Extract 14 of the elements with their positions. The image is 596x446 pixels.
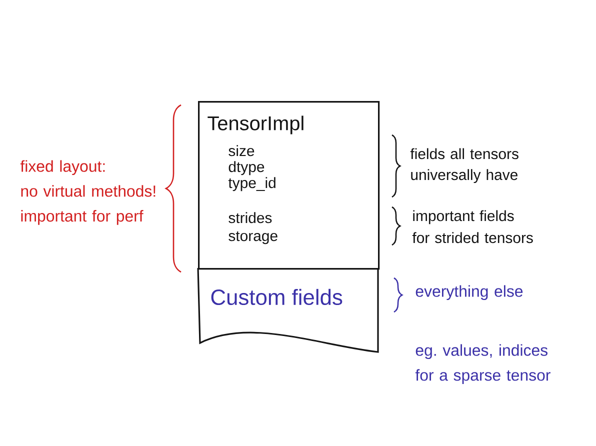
- section-label: Custom fields: [211, 288, 342, 306]
- field-name: strides: [228, 212, 272, 224]
- annotation: fixed layout: no virtual methods! important for perf: [20, 160, 156, 225]
- annotation: everything else: [416, 285, 523, 300]
- heading: TensorImpl: [208, 116, 304, 134]
- field-name: size: [228, 145, 254, 156]
- section-box: [197, 268, 379, 353]
- struct-box: [198, 101, 380, 270]
- field-name: dtype: [228, 161, 264, 176]
- annotation: eg. values, indices for a sparse tensor: [415, 344, 550, 384]
- field-name: storage: [228, 231, 278, 244]
- field-name: type_id: [228, 177, 276, 192]
- annotation: important fields for strided tensors: [412, 210, 533, 244]
- annotation: fields all tensors universally have: [410, 148, 518, 184]
